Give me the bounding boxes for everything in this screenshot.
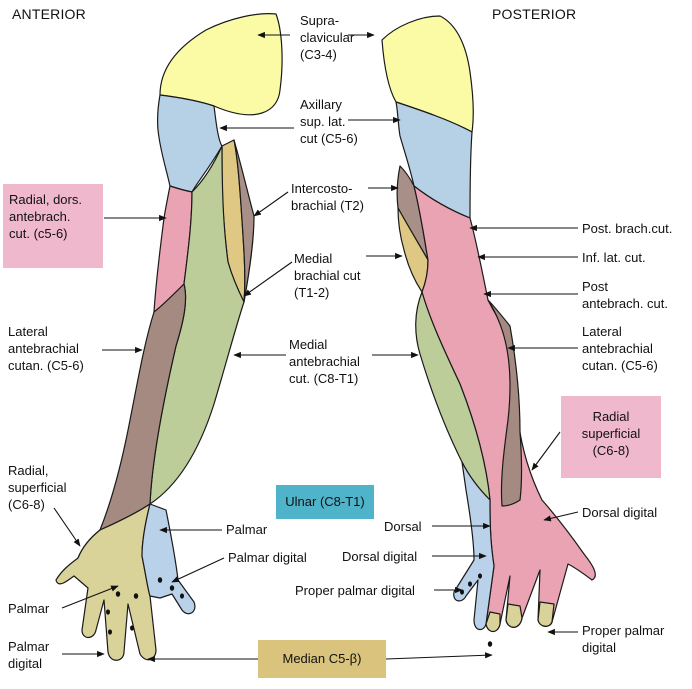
label-supraclavicular: Supra- clavicular (C3-4): [300, 13, 355, 62]
label-palmar-left: Palmar: [8, 601, 50, 616]
label-lateral-antebrachial-left: Lateral antebrachial cutan. (C5-6): [8, 324, 84, 373]
post-median-fingertip-3: [537, 601, 555, 627]
median-nerve-box: Median C5-β): [258, 640, 386, 678]
radial-superficial-box: Radial superficial (C6-8): [561, 396, 661, 478]
post-median-fingertip-2: [505, 603, 523, 628]
label-proper-palmar-digital-right: Proper palmar digital: [582, 623, 665, 655]
label-radial-superficial-left: Radial, superficial (C6-8): [8, 463, 67, 512]
label-dorsal-digital-right: Dorsal digital: [582, 505, 658, 520]
label-dorsal-digital-mid: Dorsal digital: [342, 549, 418, 564]
label-palmar-digital-left: Palmar digital: [8, 639, 50, 671]
label-dorsal-mid: Dorsal: [384, 519, 422, 534]
ant-ulnar-palm: [141, 503, 196, 615]
ant-digital-dots: [106, 577, 184, 635]
label-inf-lat-cut: Inf. lat. cut.: [582, 250, 646, 265]
post-median-fingertip-1: [485, 611, 501, 633]
post-ulnar-dorsal-region: [453, 461, 495, 631]
ulnar-nerve-box: Ulnar (C8-T1): [276, 485, 374, 519]
post-supraclavicular-region: [381, 15, 474, 133]
radial-dors-antebrach-box: Radial, dors. antebrach. cut. (c5-6): [3, 184, 103, 268]
anterior-arm: [55, 13, 283, 661]
label-medial-brachial: Medial brachial cut (T1-2): [294, 251, 361, 300]
label-lateral-antebrachial-right: Lateral antebrachial cutan. (C5-6): [582, 324, 658, 373]
anterior-heading: ANTERIOR: [12, 6, 86, 22]
posterior-heading: POSTERIOR: [492, 6, 577, 22]
label-medial-antebrachial: Medial antebrachial cut. (C8-T1): [289, 337, 360, 386]
post-lateral-antebrachial-region: [487, 299, 523, 507]
label-post-brach-cut: Post. brach.cut.: [582, 221, 673, 236]
label-palmar-digital-mid: Palmar digital: [228, 550, 307, 565]
label-axillary: Axillary sup. lat. cut (C5-6): [300, 97, 358, 146]
label-proper-palmar-digital-mid: Proper palmar digital: [295, 583, 415, 598]
label-intercostobrachial: Intercosto- brachial (T2): [291, 181, 364, 213]
label-post-antebrach-cut: Post antebrach. cut.: [582, 279, 668, 311]
leader-arrows: [53, 31, 579, 663]
label-palmar-mid: Palmar: [226, 522, 268, 537]
ant-median-palm: [55, 503, 157, 661]
